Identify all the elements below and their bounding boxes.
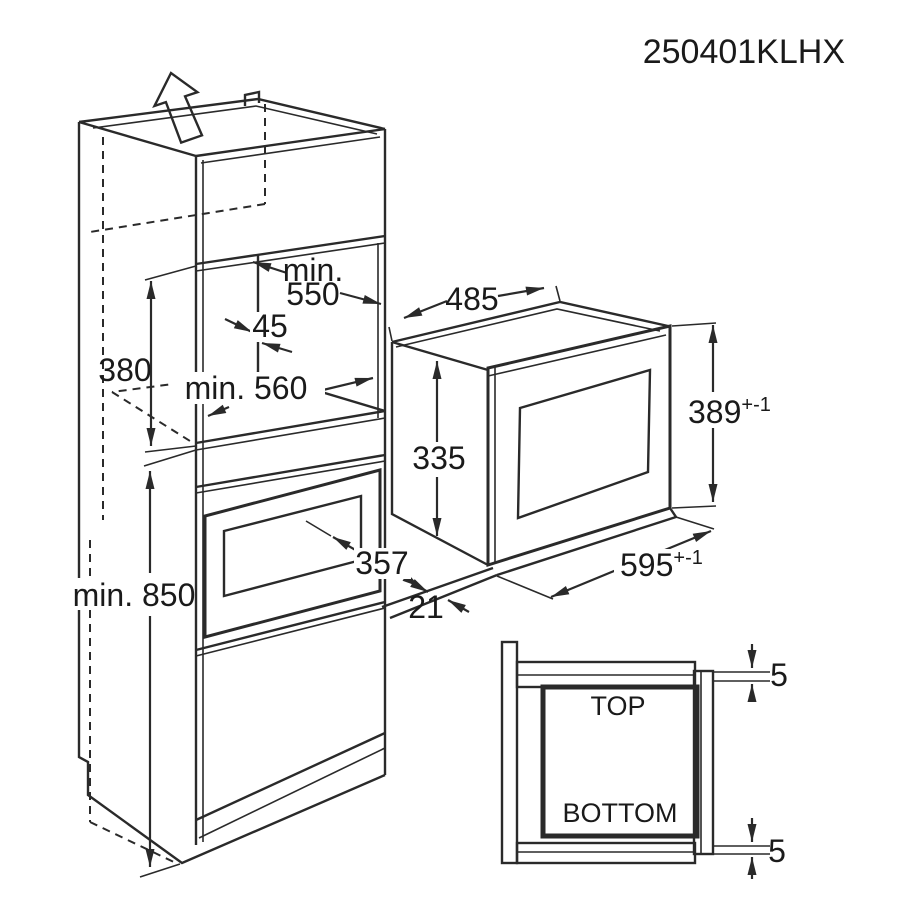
labels: 250401KLHX min. 550 45 380 min. 560 min.… (73, 33, 845, 869)
detail-section-drawing (500, 640, 770, 879)
dim-front-width-label: 595+-1 (620, 547, 703, 583)
drawing-title: 250401KLHX (643, 33, 845, 71)
label-backgrounds (76, 312, 772, 610)
dim-niche-depth-label-line2: 550 (286, 276, 339, 312)
dim-front-width-tolerance: +-1 (673, 547, 702, 569)
dim-frame-overlap-label: 21 (408, 589, 444, 625)
detail-front-frame (692, 669, 715, 856)
hinge-tab (243, 90, 261, 106)
dim-front-width-value: 595 (620, 547, 673, 583)
microwave-door-window (516, 368, 652, 520)
dim-body-depth-label: 485 (445, 281, 498, 317)
oven-door (203, 468, 382, 639)
detail-gap-bottom-label: 5 (768, 833, 786, 869)
detail-gap-top-label: 5 (770, 657, 788, 693)
microwave-door (486, 324, 672, 568)
dim-front-height-label: 389+-1 (688, 394, 771, 430)
dim-niche-height-label: 380 (98, 352, 151, 388)
detail-bottom-label: BOTTOM (562, 798, 677, 828)
detail-bottom-shelf (515, 841, 697, 865)
detail-top-label: TOP (590, 691, 645, 721)
dim-front-height-value: 389 (688, 394, 741, 430)
dim-installation-height-label: min. 850 (73, 577, 196, 613)
detail-rear-wall (500, 640, 519, 865)
cabinet-drawing (77, 71, 387, 865)
detail-appliance-cavity (540, 684, 700, 839)
dim-front-height-tolerance: +-1 (741, 394, 770, 416)
oven-door-window (222, 494, 363, 598)
dim-niche-width-label: min. 560 (185, 370, 308, 406)
up-arrow-icon (152, 71, 204, 145)
dim-rear-clearance-label: 45 (252, 308, 288, 344)
dim-door-inset-label: 357 (355, 545, 408, 581)
dim-body-height-label: 335 (412, 440, 465, 476)
dim-niche-depth-label-line1: min. (283, 252, 343, 288)
